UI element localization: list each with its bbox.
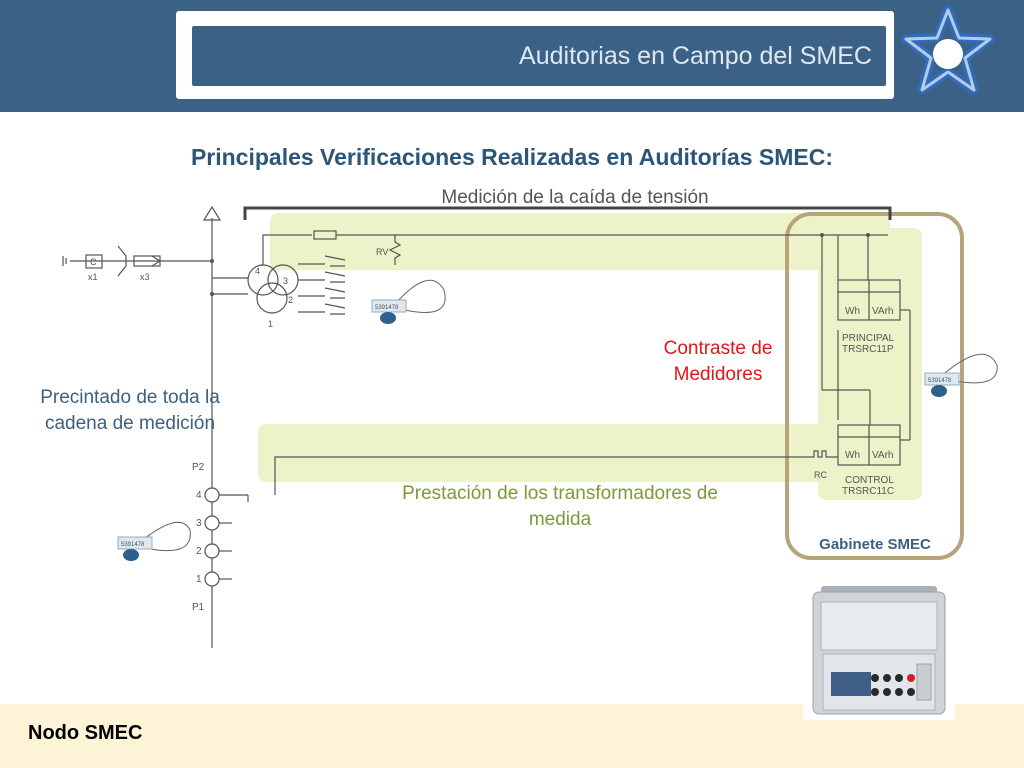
cabinet-outline bbox=[785, 212, 964, 560]
page-header-title: Auditorias en Campo del SMEC bbox=[192, 26, 886, 86]
voltage-drop-bracket bbox=[243, 206, 892, 220]
seal-number: 5391478 bbox=[121, 542, 145, 548]
seal-number: 5391478 bbox=[928, 378, 952, 384]
ct-tap-1: 1 bbox=[268, 319, 273, 329]
component-c: C bbox=[90, 257, 97, 267]
meter-highlight bbox=[818, 228, 922, 500]
seal-icon: 5391478 bbox=[117, 521, 191, 561]
main-title: Principales Verificaciones Realizadas en… bbox=[190, 144, 834, 170]
principal-wh: Wh bbox=[845, 306, 860, 317]
ct-tap-4: 4 bbox=[255, 266, 260, 276]
control-wh: Wh bbox=[845, 450, 860, 461]
transformer-highlight bbox=[258, 424, 838, 482]
control-varh: VArh bbox=[872, 450, 894, 461]
seal-icon: 5391478 bbox=[924, 353, 998, 397]
voltage-drop-highlight bbox=[270, 213, 890, 270]
label-sealing: Precintado de toda la cadena de medición bbox=[40, 387, 220, 434]
principal-varh: VArh bbox=[872, 306, 894, 317]
terminal-p1: P1 bbox=[192, 602, 205, 613]
seal-icon: 5391478 bbox=[371, 279, 446, 324]
terminal-1: 1 bbox=[196, 574, 202, 585]
test-case-device-icon bbox=[803, 580, 955, 720]
terminal-p2: P2 bbox=[192, 462, 205, 473]
principal-code: TRSRC11P bbox=[842, 344, 894, 355]
footer-label: Nodo SMEC bbox=[28, 722, 143, 744]
component-rv: RV bbox=[376, 247, 388, 257]
label-meter-contrast: Contraste de Medidores bbox=[663, 338, 773, 385]
ct-tap-2: 2 bbox=[288, 295, 293, 305]
label-transformer-performance: Prestación de los transformadores de med… bbox=[402, 483, 718, 530]
terminal-2: 2 bbox=[196, 546, 202, 557]
seal-number: 5391478 bbox=[375, 305, 399, 311]
label-voltage-drop: Medición de la caída de tensión bbox=[441, 187, 709, 208]
control-code: TRSRC11C bbox=[842, 486, 894, 497]
component-rc: RC bbox=[814, 470, 827, 480]
terminal-4: 4 bbox=[196, 490, 202, 501]
star-logo-icon bbox=[901, 5, 995, 95]
label-cabinet: Gabinete SMEC bbox=[819, 536, 931, 553]
component-x1: x1 bbox=[88, 272, 98, 282]
terminal-3: 3 bbox=[196, 518, 202, 529]
component-x3: x3 bbox=[140, 272, 150, 282]
principal-name: PRINCIPAL bbox=[842, 333, 894, 344]
ct-tap-3: 3 bbox=[283, 276, 288, 286]
control-name: CONTROL bbox=[845, 475, 894, 486]
measurement-diagram: C x1 x3 RV RC 4 3 2 1 P2 4 3 2 1 P1 Wh V… bbox=[62, 205, 998, 648]
